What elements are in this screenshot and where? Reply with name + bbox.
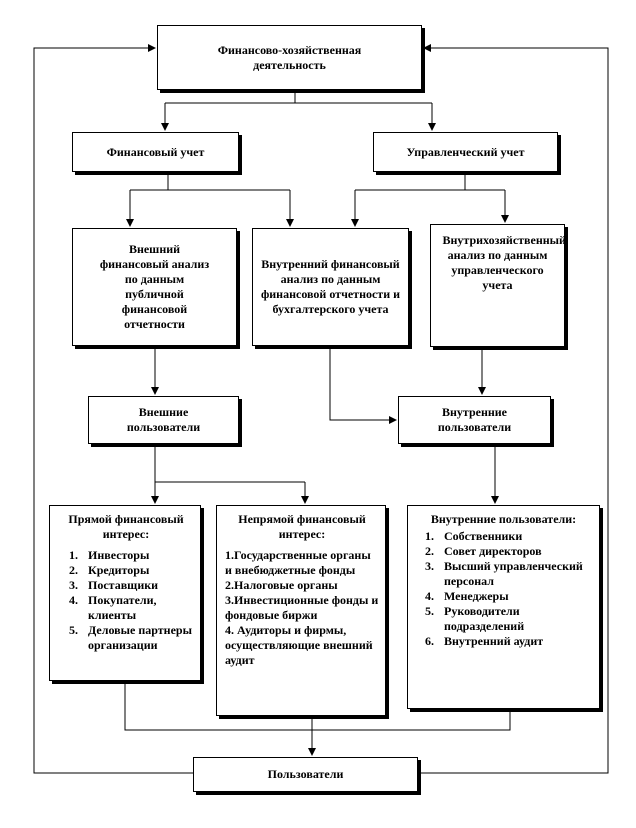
list-item: 1.Инвесторы	[69, 548, 150, 562]
indirect-interest-title: Непрямой финансовый интерес:	[238, 512, 366, 541]
box-internal-users-list: Внутренние пользователи: 1.Собственники …	[407, 505, 600, 709]
direct-interest-list: 1.Инвесторы 2.Кредиторы 3.Поставщики 4.П…	[58, 548, 194, 653]
box-users: Пользователи	[193, 757, 418, 792]
box-intrafarm-analysis: Внутрихозяйственный анализ по данным упр…	[430, 224, 566, 347]
list-item: 1.Государственные органы и внебюджетные …	[225, 548, 371, 577]
box-financial-accounting-label: Финансовый учет	[106, 144, 205, 159]
box-internal-users: Внутренние пользователи	[398, 396, 551, 444]
line-bottom-merge	[124, 681, 511, 731]
feedback-left	[33, 44, 193, 774]
box-management-accounting-label: Управленческий учет	[406, 144, 525, 159]
indirect-interest-list: 1.Государственные органы и внебюджетные …	[225, 548, 379, 668]
internal-users-list: 1.Собственники 2.Совет директоров 3.Высш…	[414, 529, 593, 649]
box-financial-activity: Финансово-хозяйственная деятельность	[157, 25, 422, 90]
list-item: 5.Руководители подразделений	[425, 604, 525, 633]
list-item: 1.Собственники	[425, 529, 523, 543]
list-item: 4.Менеджеры	[425, 589, 509, 603]
feedback-right	[418, 44, 609, 774]
box-financial-accounting: Финансовый учет	[72, 132, 239, 172]
box-users-label: Пользователи	[267, 767, 344, 781]
box-external-users: Внешние пользователи	[88, 396, 239, 444]
box-internal-analysis: Внутренний финансовый анализ по данным ф…	[252, 228, 409, 346]
list-item: 4. Аудиторы и фирмы, осуществляющие внеш…	[225, 623, 373, 667]
internal-list-title: Внутренние пользователи:	[430, 512, 577, 526]
arrow-internal-to-users	[329, 346, 397, 424]
direct-interest-title: Прямой финансовый интерес:	[68, 512, 184, 541]
list-item: 2.Совет директоров	[425, 544, 542, 558]
line-top-split	[165, 90, 432, 104]
line-mgmt-split	[355, 172, 505, 191]
box-financial-activity-label: Финансово-хозяйственная деятельность	[217, 42, 362, 72]
list-item: 3.Инвестиционные фонды и фондовые биржи	[225, 593, 379, 622]
box-internal-users-label: Внутренние пользователи	[437, 405, 512, 434]
box-direct-interest: Прямой финансовый интерес: 1.Инвесторы 2…	[49, 505, 201, 681]
list-item: 3.Высший управленческий персонал	[425, 559, 583, 588]
list-item: 2.Налоговые органы	[225, 578, 338, 592]
list-item: 5.Деловые партнеры организации	[69, 623, 192, 652]
box-intrafarm-analysis-label: Внутрихозяйственный анализ по данным упр…	[442, 233, 566, 292]
line-external-users-split	[154, 444, 305, 483]
list-item: 6.Внутренний аудит	[425, 634, 544, 648]
box-external-users-label: Внешние пользователи	[126, 405, 201, 434]
box-internal-analysis-label: Внутренний финансовый анализ по данным ф…	[260, 257, 401, 316]
list-item: 2.Кредиторы	[69, 563, 150, 577]
box-indirect-interest: Непрямой финансовый интерес: 1.Государст…	[216, 505, 386, 716]
box-external-analysis: Внешний финансовый анализ по данным публ…	[72, 228, 237, 346]
list-item: 4.Покупатели, клиенты	[69, 593, 157, 622]
box-management-accounting: Управленческий учет	[373, 132, 558, 172]
line-fin-split	[130, 172, 290, 191]
box-external-analysis-label: Внешний финансовый анализ по данным публ…	[99, 242, 210, 331]
list-item: 3.Поставщики	[69, 578, 159, 592]
